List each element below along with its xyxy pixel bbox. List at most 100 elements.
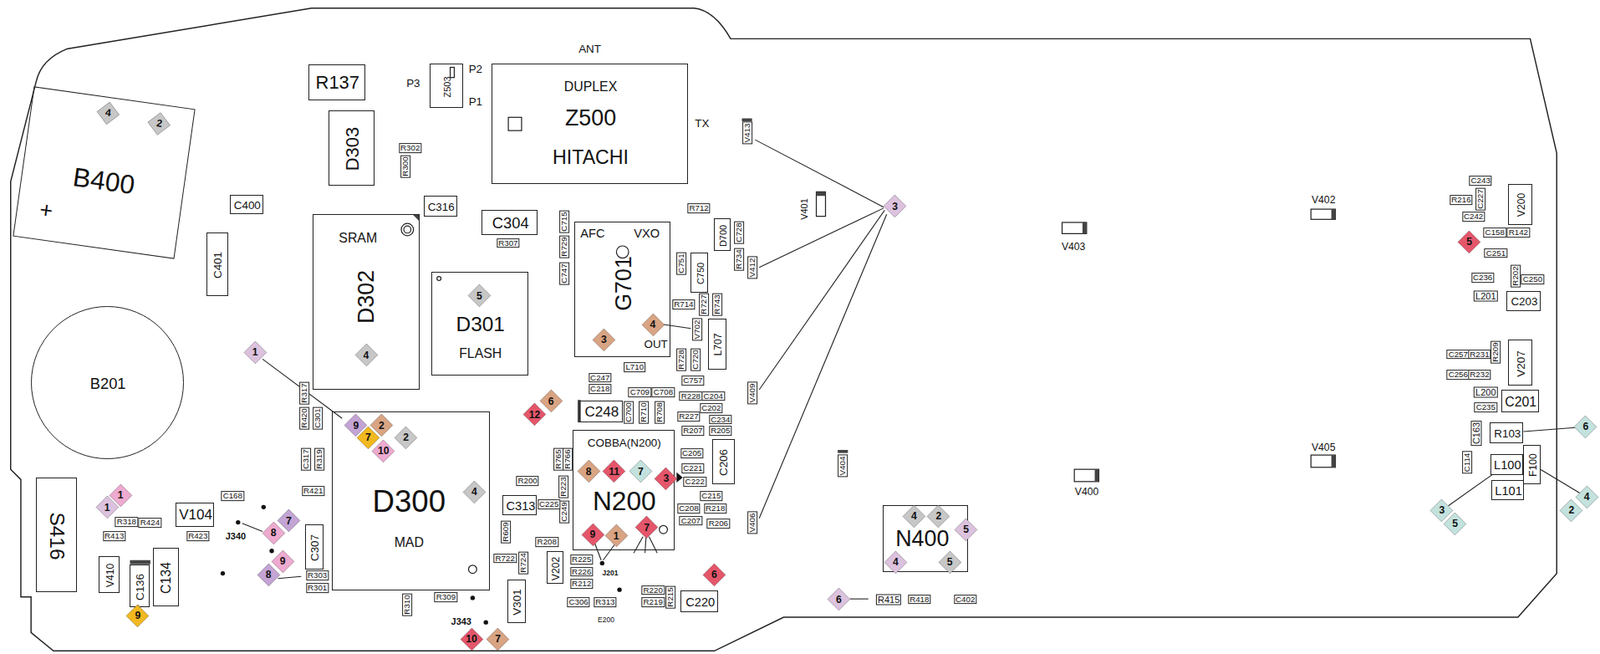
- part-label: C234: [708, 414, 732, 425]
- callout-diamond: 7: [635, 515, 658, 539]
- component-outline: SRAMD3024: [312, 214, 420, 390]
- component-outline: V200: [1508, 183, 1533, 225]
- part-label: MAD: [394, 535, 424, 550]
- callout-number: 7: [637, 466, 644, 477]
- polarity-bar: [1331, 454, 1336, 468]
- callout-number: 9: [280, 555, 286, 566]
- diamond-fill: [257, 563, 281, 586]
- part-label: R202: [1510, 264, 1521, 287]
- test-point: [470, 595, 475, 600]
- part-label: C709: [628, 387, 652, 398]
- callout-number: 5: [1452, 518, 1458, 529]
- part-label: V406: [747, 511, 758, 535]
- component-outline: F100: [1523, 444, 1541, 484]
- polarity-bar: [1082, 222, 1087, 234]
- callout-diamond: 10: [460, 627, 484, 651]
- test-point: [600, 560, 605, 566]
- part-label: R728: [677, 347, 688, 371]
- part-label: R714: [672, 299, 695, 310]
- part-label: R420: [299, 407, 310, 430]
- callout-number: 3: [1438, 504, 1445, 515]
- diamond-fill: [523, 402, 546, 426]
- pin-mark: [508, 117, 522, 131]
- part-label: P1: [468, 96, 483, 108]
- callout-number: 6: [548, 396, 555, 407]
- part-label: R743: [712, 292, 723, 316]
- diamond-fill: [95, 100, 121, 126]
- component-outline: V301: [507, 579, 526, 622]
- diamond-fill: [460, 627, 484, 651]
- board-outline: [10, 8, 1557, 652]
- part-label: R309: [434, 591, 458, 602]
- part-label: R137: [315, 73, 361, 92]
- part-label: C247: [588, 372, 612, 383]
- part-label: DUPLEX: [564, 80, 617, 94]
- component-outline: V104: [175, 502, 215, 527]
- leader-lines: [242, 139, 887, 599]
- part-label: HITACHI: [552, 147, 629, 168]
- part-label: R319: [314, 448, 325, 471]
- part-label: R231: [1467, 349, 1491, 360]
- part-label: OUT: [643, 339, 668, 351]
- diamond-fill: [629, 459, 653, 483]
- part-label: COBBA(N200): [587, 437, 662, 449]
- diamond-fill: [262, 521, 286, 545]
- diamond-fill: [126, 604, 149, 627]
- part-label: C168: [221, 490, 245, 501]
- part-label: C316: [428, 201, 455, 213]
- component-outline: L100: [1490, 453, 1524, 474]
- part-label: R766: [562, 448, 573, 471]
- diode-body: [816, 191, 826, 216]
- part-label: +: [37, 198, 54, 223]
- diamond-fill: [577, 459, 601, 483]
- part-label: P2: [468, 63, 483, 75]
- callout-diamond: 5: [954, 518, 978, 541]
- part-label: C751: [677, 251, 688, 275]
- callout-number: 7: [285, 514, 292, 525]
- part-label: C747: [559, 261, 570, 285]
- part-label: C401: [212, 251, 224, 279]
- part-label: C250: [1521, 275, 1544, 286]
- part-label: TX: [694, 117, 709, 129]
- pin-mark: [437, 276, 442, 281]
- part-label: S416: [46, 511, 67, 560]
- part-label: R301: [305, 582, 329, 593]
- part-label: N400: [895, 527, 949, 551]
- part-label: R208: [535, 536, 559, 547]
- part-label: J201: [601, 569, 618, 577]
- component-outline: COBBA(N200)N20081173917: [572, 429, 675, 551]
- callout-number: 3: [891, 200, 898, 211]
- callout-diamond: 4: [95, 100, 121, 126]
- part-label: V404: [837, 453, 848, 477]
- part-label: E200: [597, 616, 615, 624]
- component-outline: AFCVXOG701OUT34: [574, 221, 671, 357]
- pin-mark: [403, 225, 412, 234]
- part-label: C158: [1483, 227, 1507, 238]
- part-label: C227: [1475, 187, 1486, 210]
- callout-number: 1: [613, 530, 620, 541]
- callout-number: 10: [465, 633, 478, 644]
- diamond-fill: [827, 587, 851, 611]
- part-label: C249: [559, 499, 570, 523]
- chip-corner: [412, 214, 420, 222]
- component-outline: L707: [708, 318, 727, 370]
- pointer-mark: [676, 472, 683, 483]
- diode-body: [1310, 208, 1336, 220]
- callout-number: 5: [1466, 236, 1473, 247]
- component-outline: V410: [98, 555, 119, 593]
- part-label: C248: [585, 404, 620, 419]
- part-label: R226: [570, 566, 593, 577]
- callout-number: 6: [835, 593, 842, 604]
- diamond-fill: [96, 495, 119, 519]
- part-label: C215: [699, 490, 723, 501]
- part-label: R218: [703, 503, 727, 514]
- part-label: J340: [225, 530, 246, 541]
- part-label: R313: [593, 596, 617, 607]
- test-point: [261, 504, 266, 510]
- part-label: R609: [501, 519, 512, 543]
- diamond-fill: [355, 343, 378, 367]
- polarity-marks: [129, 118, 1336, 565]
- callout-diamond: 7: [629, 459, 653, 483]
- part-label: R765: [553, 448, 564, 471]
- component-outline: C400: [229, 194, 264, 215]
